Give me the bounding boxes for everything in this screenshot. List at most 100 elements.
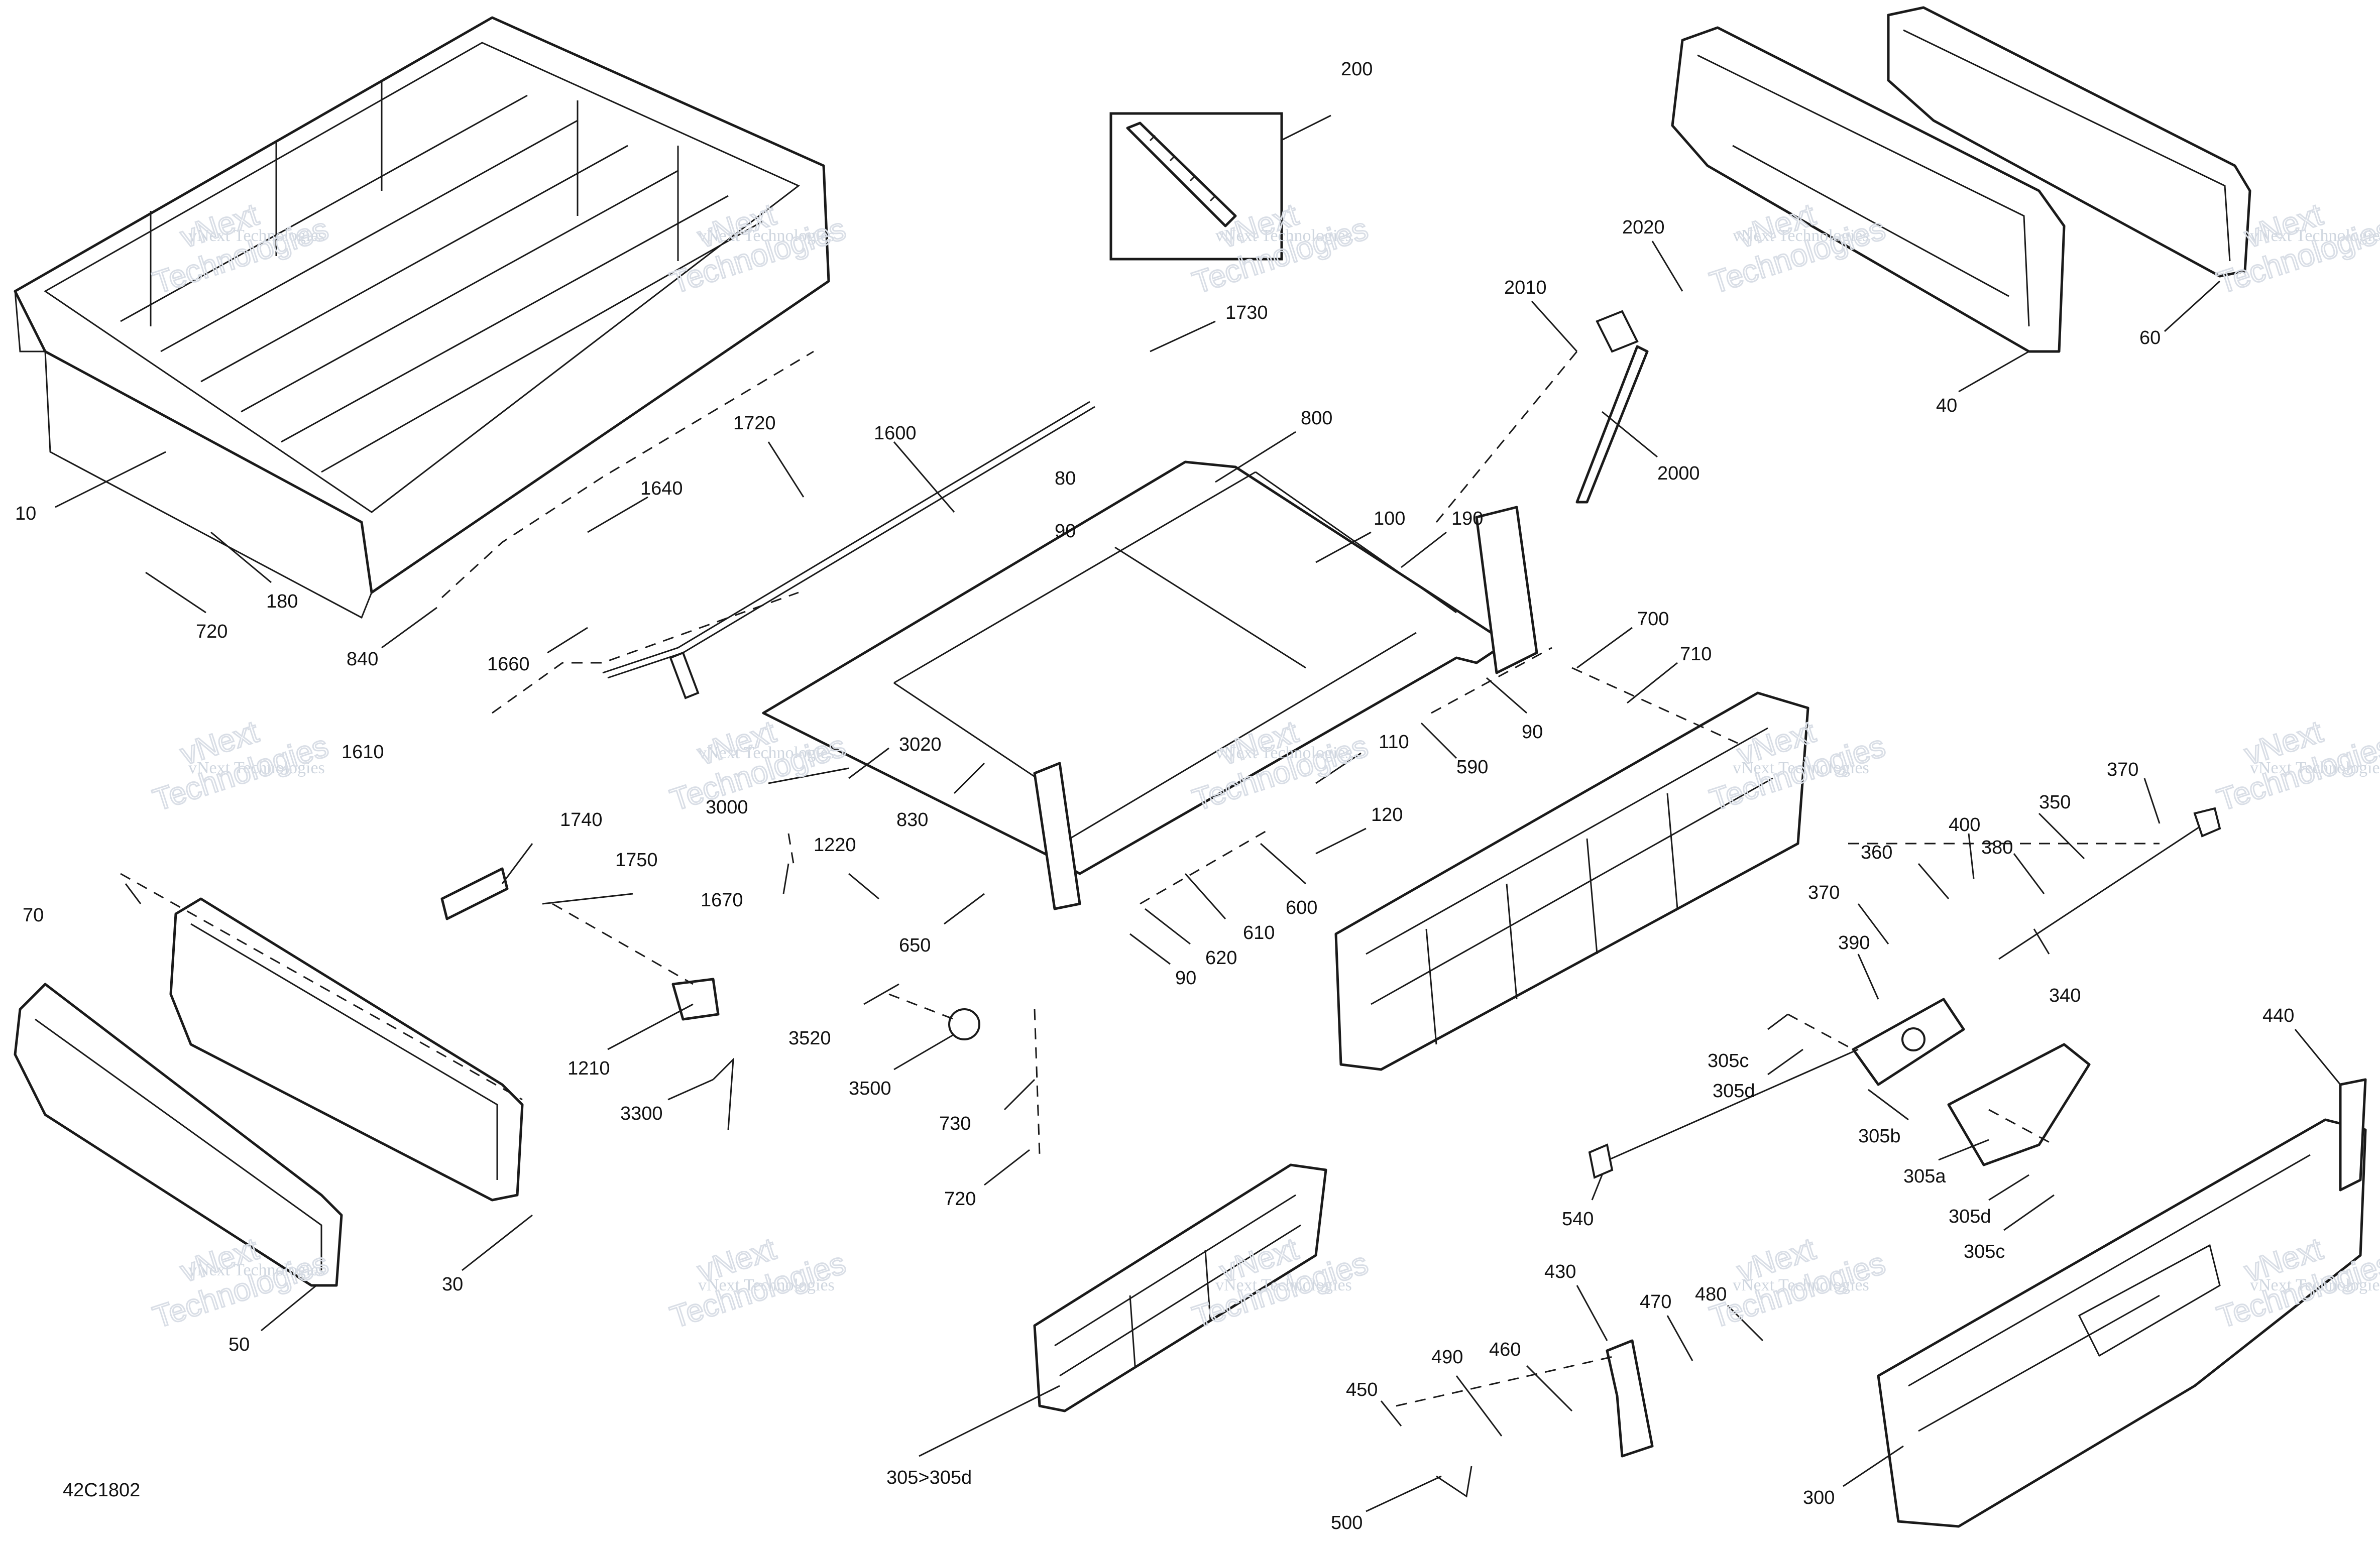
callout-305c: 305c <box>1708 1050 1749 1072</box>
callout-610: 610 <box>1243 922 1275 943</box>
callout-1600: 1600 <box>874 423 917 444</box>
callout-305-305d: 305>305d <box>886 1467 972 1488</box>
callout-440: 440 <box>2262 1005 2294 1026</box>
watermark-text: vNext Technologies <box>1733 226 1869 245</box>
callout-labels: 10 720 180 840 1720 1640 1660 1610 1600 … <box>15 59 2294 1533</box>
latch-part-305b <box>1852 998 1965 1086</box>
latch-part-305a <box>1947 1043 2091 1166</box>
watermark-text: vNext Technologies <box>188 1261 325 1279</box>
callout-200: 200 <box>1341 59 1373 80</box>
callout-400: 400 <box>1949 814 1980 836</box>
callout-3020: 3020 <box>899 734 942 755</box>
bracket-part-1740 <box>440 867 509 920</box>
callout-100: 100 <box>1374 508 1405 529</box>
callout-1220: 1220 <box>814 835 856 856</box>
callout-110: 110 <box>1379 732 1409 753</box>
callout-730: 730 <box>939 1113 971 1134</box>
callout-1730: 1730 <box>1225 302 1268 323</box>
callout-60: 60 <box>2139 327 2161 348</box>
watermark-text: vNext Technologies <box>188 226 325 245</box>
callout-305a: 305a <box>1903 1166 1946 1187</box>
callout-190: 190 <box>1451 508 1483 529</box>
callout-10: 10 <box>15 503 36 524</box>
latch-rod-part-340 <box>1998 807 2221 960</box>
watermark-text: vNext Technologies <box>1215 226 1352 245</box>
callout-370: 370 <box>1808 882 1840 903</box>
callout-600: 600 <box>1286 897 1317 918</box>
cable-part-540 <box>1588 1048 1859 1179</box>
callout-430: 430 <box>1544 1261 1576 1282</box>
callout-720: 720 <box>196 621 228 642</box>
callout-305d: 305d <box>1713 1081 1755 1102</box>
watermark-text: vNext Technologies <box>2250 1276 2380 1294</box>
callout-90: 90 <box>1175 968 1196 989</box>
gas-strut-part-2000 <box>1575 310 1649 504</box>
callout-1610: 1610 <box>342 742 384 763</box>
plug-part-3500 <box>948 1008 980 1040</box>
side-panel-part-40 <box>1671 26 2066 353</box>
inset-detail-part-200 <box>1109 112 1283 261</box>
bracket-part-1210 <box>671 978 720 1021</box>
callout-540: 540 <box>1562 1209 1594 1230</box>
leader-lines <box>55 114 2341 1512</box>
callout-380: 380 <box>1981 837 2013 858</box>
callout-830: 830 <box>896 809 928 830</box>
callout-2010: 2010 <box>1504 277 1547 298</box>
callout-620: 620 <box>1205 947 1237 969</box>
callout-840: 840 <box>347 649 378 670</box>
watermark-text: vNext Technologies <box>188 759 325 777</box>
tailgate-inner-frame <box>1334 691 1809 1071</box>
callout-80: 80 <box>1055 468 1076 489</box>
callout-720: 720 <box>944 1189 976 1210</box>
callout-1670: 1670 <box>701 890 743 911</box>
callout-50: 50 <box>229 1334 250 1355</box>
callout-90: 90 <box>1522 722 1543 743</box>
tailgate-part-300 <box>1877 1118 2367 1528</box>
callout-300: 300 <box>1803 1487 1835 1508</box>
callout-1640: 1640 <box>640 478 683 499</box>
callout-480: 480 <box>1695 1284 1727 1305</box>
callout-2000: 2000 <box>1657 463 1700 484</box>
clip-part-3300 <box>712 1057 734 1130</box>
callout-3500: 3500 <box>849 1078 891 1099</box>
watermark-text: vNext Technologies <box>1733 1276 1869 1294</box>
callout-460: 460 <box>1489 1339 1521 1360</box>
callout-1720: 1720 <box>733 413 776 434</box>
callout-470: 470 <box>1640 1291 1671 1313</box>
callout-3520: 3520 <box>788 1028 831 1049</box>
callout-800: 800 <box>1301 408 1332 429</box>
callout-70: 70 <box>23 905 44 926</box>
callout-490: 490 <box>1431 1347 1463 1368</box>
callout-2020: 2020 <box>1622 217 1665 238</box>
callout-305b: 305b <box>1858 1126 1901 1147</box>
callout-1660: 1660 <box>487 654 530 675</box>
callout-120: 120 <box>1371 804 1403 825</box>
callout-350: 350 <box>2039 792 2071 813</box>
cable-part-500 <box>1436 1466 1472 1498</box>
callout-40: 40 <box>1936 395 1957 416</box>
callout-90: 90 <box>1055 521 1076 542</box>
callout-1210: 1210 <box>568 1058 610 1079</box>
cargo-box-part-10 <box>14 16 830 619</box>
watermark-text: vNext Technologies <box>1733 759 1869 777</box>
assembly-lines <box>120 350 2160 1407</box>
callout-700: 700 <box>1637 609 1669 630</box>
drawing-code: 42C1802 <box>63 1480 140 1501</box>
callout-305c: 305c <box>1964 1241 2005 1262</box>
side-panel-part-60 <box>1887 6 2251 278</box>
watermark-text: vNext Technologies <box>2250 759 2380 777</box>
watermark-text: vNext Technologies <box>1215 1276 1352 1294</box>
side-panel-part-50 <box>14 983 343 1287</box>
callout-305d: 305d <box>1949 1206 1991 1227</box>
watermark-text: vNext Technologies <box>698 226 835 245</box>
callout-180: 180 <box>266 591 298 612</box>
callout-500: 500 <box>1331 1512 1363 1533</box>
watermark-text: vNext Technologies <box>2250 226 2380 245</box>
callout-1750: 1750 <box>615 850 658 871</box>
hinge-part-440 <box>2339 1078 2367 1192</box>
callout-710: 710 <box>1680 644 1712 665</box>
callout-1740: 1740 <box>560 809 603 830</box>
callout-360: 360 <box>1861 842 1892 863</box>
hinge-part-430 <box>1606 1339 1654 1458</box>
